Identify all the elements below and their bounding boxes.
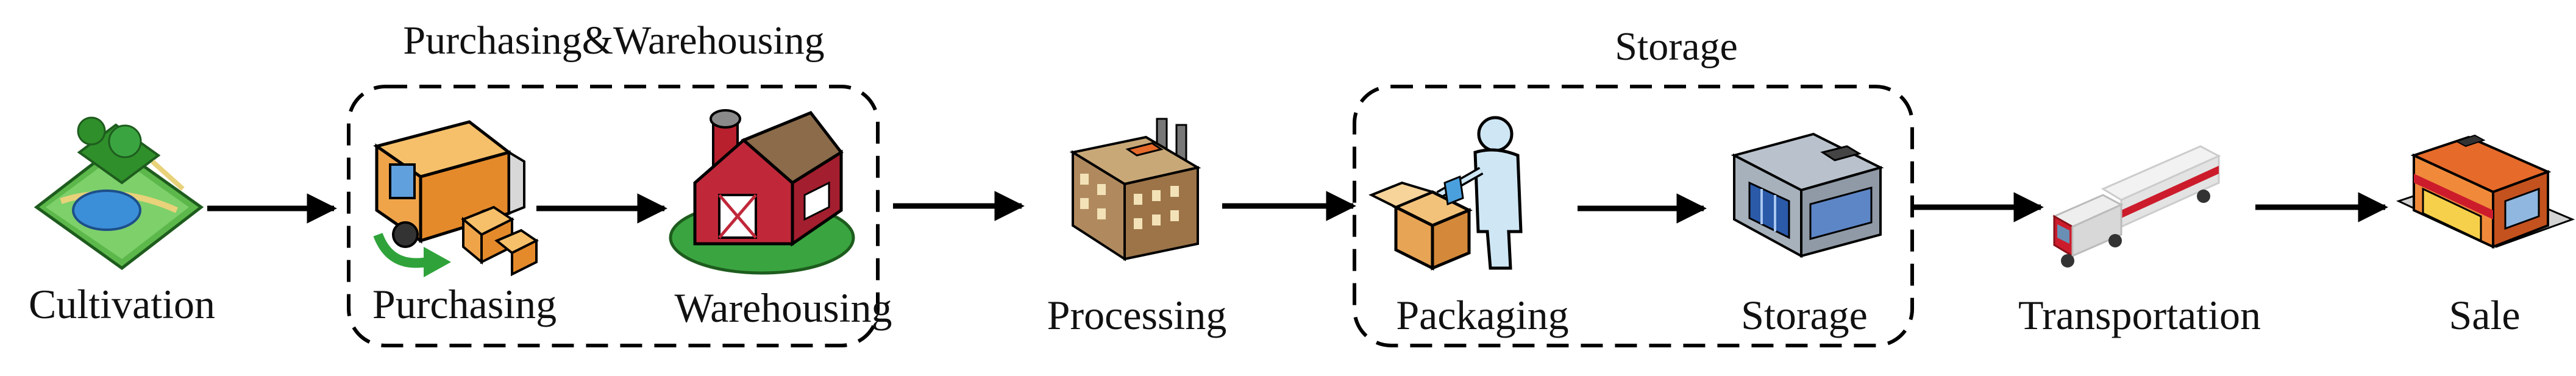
barn-icon bbox=[669, 109, 855, 275]
flow-arrows bbox=[207, 191, 2388, 224]
semi-truck-icon bbox=[2052, 145, 2221, 268]
shop-icon bbox=[2396, 134, 2575, 249]
storage-group-label: Storage bbox=[1615, 24, 1738, 69]
farmland-icon bbox=[34, 116, 204, 271]
storage-label: Storage bbox=[1741, 292, 1868, 338]
cultivation-label: Cultivation bbox=[29, 281, 215, 327]
processing-label: Processing bbox=[1047, 292, 1227, 338]
transportation-label: Transportation bbox=[2018, 292, 2261, 338]
warehousing-label: Warehousing bbox=[674, 285, 892, 331]
storage-building-icon bbox=[1731, 132, 1884, 258]
packaging-worker-icon bbox=[1368, 116, 1523, 271]
sale-label: Sale bbox=[2449, 292, 2520, 338]
delivery-truck-icon bbox=[373, 120, 539, 277]
factory-icon bbox=[1069, 118, 1201, 261]
purchasing-label: Purchasing bbox=[372, 281, 557, 327]
purchasing-warehousing-group-label: Purchasing&Warehousing bbox=[403, 18, 824, 63]
packaging-label: Packaging bbox=[1396, 292, 1568, 338]
